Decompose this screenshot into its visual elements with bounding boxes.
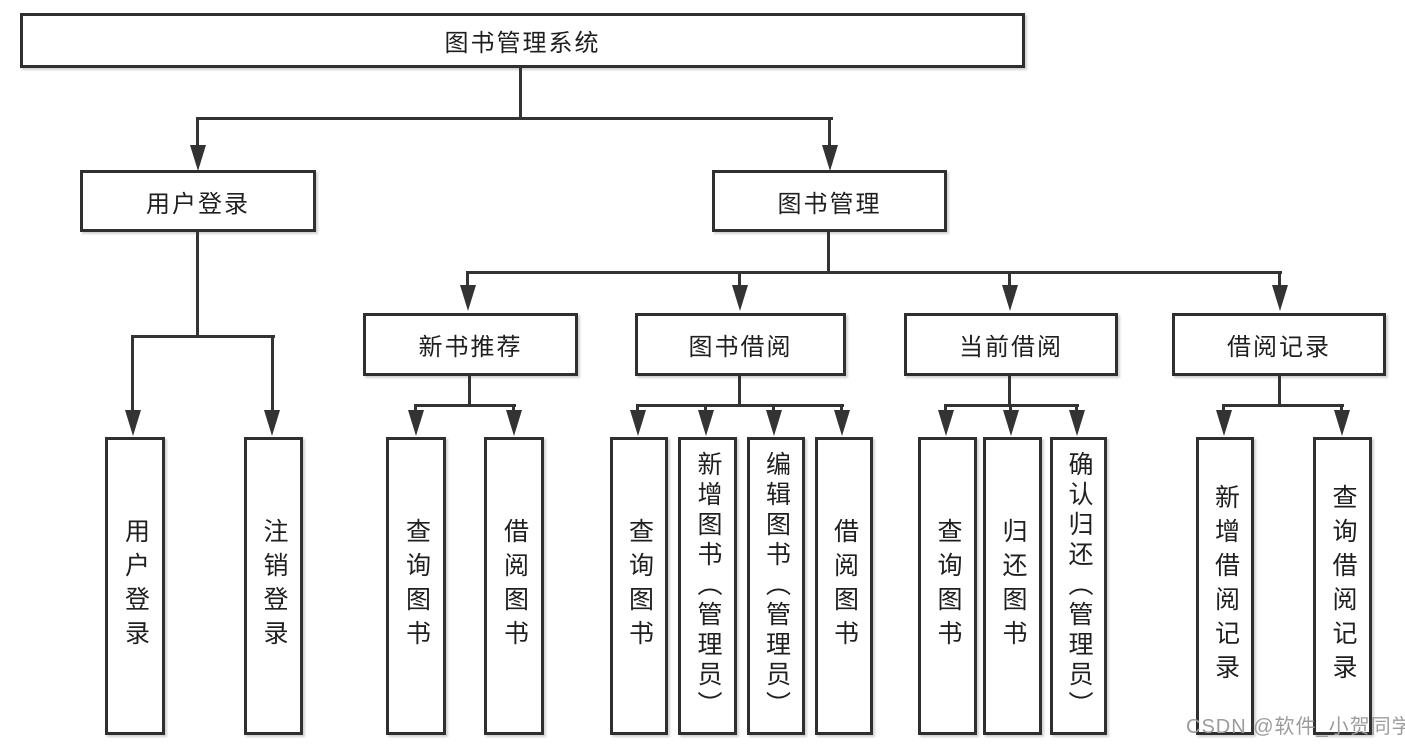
line (738, 376, 741, 407)
line (828, 117, 831, 147)
node-book-borrowing: 图书借阅 (635, 313, 846, 376)
node-borrowing-records: 借阅记录 (1172, 313, 1386, 376)
node-label: 图书管理系统 (444, 30, 601, 57)
line (1222, 404, 1225, 414)
arrowhead-down-icon (1216, 410, 1232, 436)
arrowhead-down-icon (822, 145, 838, 171)
node-book-management: 图书管理 (712, 170, 947, 232)
node-label: 查询图书 (402, 518, 431, 654)
line (468, 376, 471, 407)
line (944, 404, 947, 414)
arrowhead-down-icon (264, 410, 280, 436)
node-user-login: 用户登录 (80, 170, 316, 232)
leaf-borrow-book: 借阅图书 (815, 437, 873, 735)
line (271, 335, 274, 412)
leaf-query-books-borrowing: 查询图书 (610, 437, 668, 735)
line (636, 404, 639, 414)
leaf-logout-login: 注销登录 (244, 437, 303, 735)
arrowhead-down-icon (1003, 410, 1019, 436)
line (1340, 404, 1343, 414)
line (772, 404, 775, 414)
line (466, 271, 469, 287)
line (414, 404, 417, 414)
node-label: 查询图书 (934, 518, 962, 654)
line (131, 335, 275, 338)
arrowhead-down-icon (460, 285, 476, 311)
line (636, 404, 844, 407)
arrowhead-down-icon (1069, 410, 1085, 436)
arrowhead-down-icon (630, 410, 646, 436)
line (1278, 271, 1281, 287)
arrowhead-down-icon (1334, 410, 1350, 436)
leaf-return-book: 归还图书 (983, 437, 1042, 735)
line (414, 404, 516, 407)
line (131, 335, 134, 412)
node-root-library-system: 图书管理系统 (20, 13, 1025, 68)
node-label: 图书管理 (777, 190, 882, 218)
line (738, 271, 741, 287)
leaf-add-borrow-record: 新增借阅记录 (1196, 437, 1254, 735)
leaf-query-borrow-record: 查询借阅记录 (1313, 437, 1372, 735)
node-current-borrowing: 当前借阅 (904, 313, 1118, 376)
line (196, 232, 199, 338)
node-label: 确认归还（管理员） (1065, 451, 1093, 721)
leaf-user-login: 用户登录 (105, 437, 165, 735)
arrowhead-down-icon (190, 145, 206, 171)
line (1075, 404, 1078, 414)
node-label: 借阅图书 (500, 518, 529, 654)
leaf-borrow-books-recommend: 借阅图书 (484, 437, 544, 735)
leaf-query-books-recommend: 查询图书 (386, 437, 446, 735)
node-label: 新书推荐 (418, 334, 523, 361)
arrowhead-down-icon (732, 285, 748, 311)
node-label: 归还图书 (999, 518, 1027, 654)
arrowhead-down-icon (1002, 285, 1018, 311)
node-new-book-recommend: 新书推荐 (363, 313, 578, 376)
csdn-watermark: CSDN @软件_小贺同学 (1186, 716, 1405, 738)
line (1222, 404, 1344, 407)
line (519, 67, 522, 120)
line (466, 271, 1282, 274)
line (704, 404, 707, 414)
line (1278, 376, 1281, 407)
node-label: 编辑图书（管理员） (762, 451, 791, 721)
arrowhead-down-icon (125, 410, 141, 436)
node-label: 新增借阅记录 (1211, 484, 1240, 688)
node-label: 注销登录 (260, 518, 288, 654)
leaf-confirm-return-admin: 确认归还（管理员） (1050, 437, 1107, 735)
leaf-query-books-current: 查询图书 (918, 437, 977, 735)
line (1008, 376, 1011, 407)
line (1008, 271, 1011, 287)
arrowhead-down-icon (408, 410, 424, 436)
arrowhead-down-icon (834, 410, 850, 436)
node-label: 查询图书 (625, 518, 654, 654)
line (512, 404, 515, 414)
node-label: 查询借阅记录 (1329, 484, 1357, 688)
node-label: 用户登录 (121, 518, 150, 654)
line (827, 232, 830, 274)
arrowhead-down-icon (506, 410, 522, 436)
line (840, 404, 843, 414)
leaf-edit-book-admin: 编辑图书（管理员） (747, 437, 805, 735)
arrowhead-down-icon (1272, 285, 1288, 311)
arrowhead-down-icon (938, 410, 954, 436)
arrowhead-down-icon (698, 410, 714, 436)
arrowhead-down-icon (766, 410, 782, 436)
node-label: 当前借阅 (959, 334, 1063, 361)
node-label: 新增图书（管理员） (694, 451, 722, 721)
line (1009, 404, 1012, 414)
line (196, 117, 833, 120)
line (196, 117, 199, 147)
node-label: 图书借阅 (688, 334, 793, 361)
node-label: 用户登录 (146, 190, 250, 218)
leaf-add-book-admin: 新增图书（管理员） (678, 437, 737, 735)
node-label: 借阅记录 (1227, 334, 1331, 361)
node-label: 借阅图书 (830, 518, 859, 654)
